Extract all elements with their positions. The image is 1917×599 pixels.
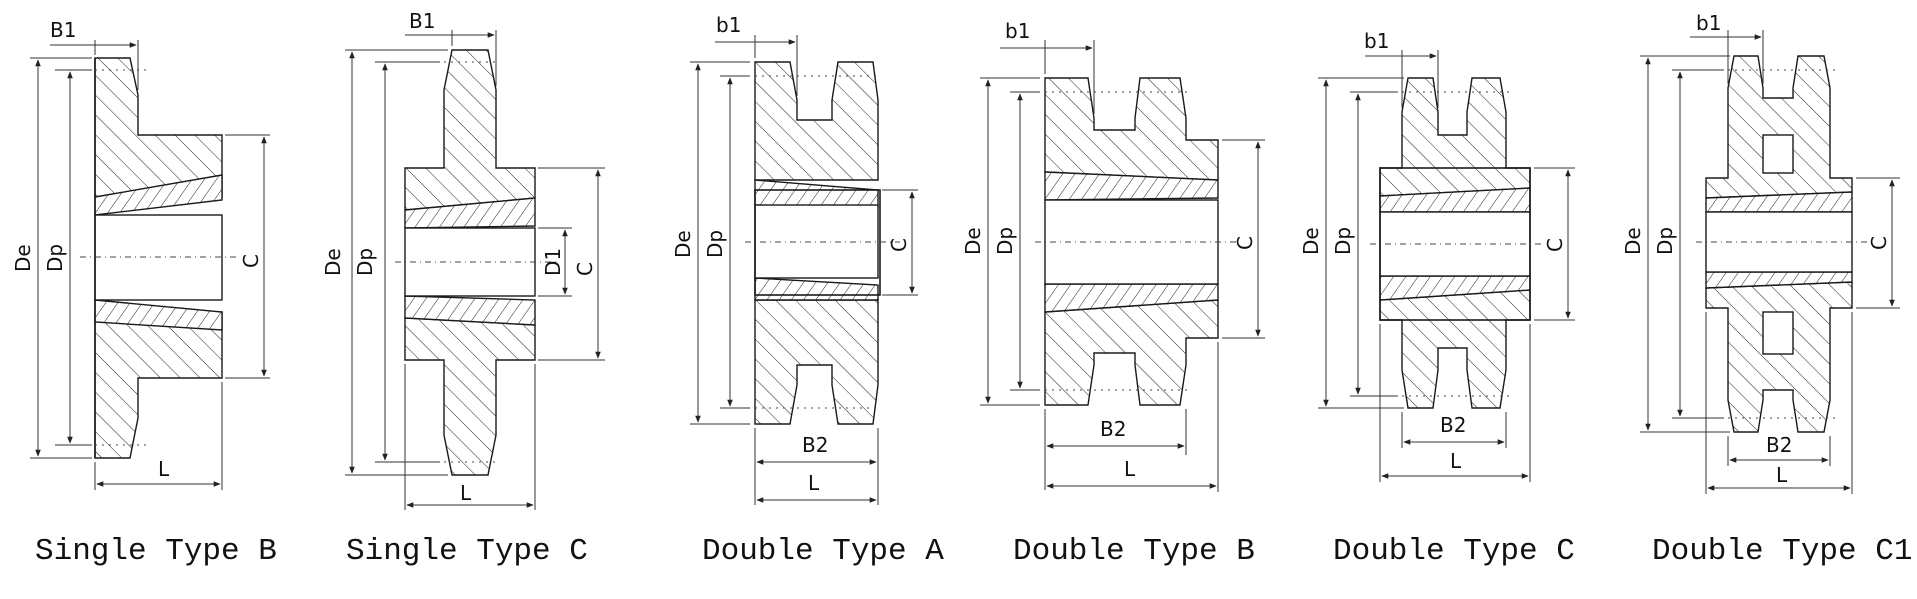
label-l: L — [158, 457, 170, 481]
label-de: De — [1621, 227, 1645, 255]
label-b1: b1 — [1364, 29, 1389, 53]
diagram-double-type-a: b1 De Dp C B2 L Double Type A — [671, 13, 944, 569]
label-b1: b1 — [716, 13, 741, 37]
caption-single-type-c: Single Type C — [346, 534, 588, 569]
label-b1: B1 — [50, 18, 76, 42]
label-l: L — [808, 471, 820, 495]
label-dp: Dp — [353, 248, 377, 276]
diagram-double-type-b: b1 De Dp C B2 L Double Type B — [961, 19, 1265, 569]
label-dp: Dp — [703, 230, 727, 258]
label-l: L — [460, 481, 472, 505]
label-de: De — [961, 227, 985, 255]
caption-single-type-b: Single Type B — [35, 534, 277, 569]
label-de: De — [671, 230, 695, 258]
label-dp: Dp — [993, 227, 1017, 255]
diagram-single-type-c: B1 De Dp D1 C L Single Type C — [321, 9, 605, 569]
label-l: L — [1450, 449, 1462, 473]
label-de: De — [1299, 227, 1323, 255]
label-b1: b1 — [1696, 11, 1721, 35]
diagram-double-type-c: b1 De Dp C B2 L Double Type C — [1299, 29, 1575, 569]
diagram-double-type-c1: b1 De Dp C B2 L Double Type C1 — [1621, 11, 1912, 569]
caption-double-type-b: Double Type B — [1013, 534, 1255, 569]
label-de: De — [11, 244, 35, 272]
label-b1: b1 — [1005, 19, 1030, 43]
label-dp: Dp — [43, 244, 67, 272]
label-c: C — [573, 262, 597, 276]
caption-double-type-c1: Double Type C1 — [1652, 534, 1912, 569]
label-d1: D1 — [541, 248, 565, 276]
label-c: C — [887, 238, 911, 252]
label-l: L — [1776, 463, 1788, 487]
label-dp: Dp — [1331, 227, 1355, 255]
label-c: C — [239, 254, 263, 268]
caption-double-type-a: Double Type A — [702, 534, 944, 569]
diagram-single-type-b: B1 De Dp C L Single Type B — [11, 18, 277, 569]
label-dp: Dp — [1653, 227, 1677, 255]
label-b2: B2 — [1100, 417, 1126, 441]
label-c: C — [1867, 236, 1891, 250]
label-b2: B2 — [1440, 413, 1466, 437]
label-l: L — [1124, 457, 1136, 481]
label-c: C — [1543, 238, 1567, 252]
label-b2: B2 — [802, 433, 828, 457]
label-de: De — [321, 248, 345, 276]
label-c: C — [1233, 236, 1257, 250]
label-b2: B2 — [1766, 433, 1792, 457]
label-b1: B1 — [409, 9, 435, 33]
caption-double-type-c: Double Type C — [1333, 534, 1575, 569]
